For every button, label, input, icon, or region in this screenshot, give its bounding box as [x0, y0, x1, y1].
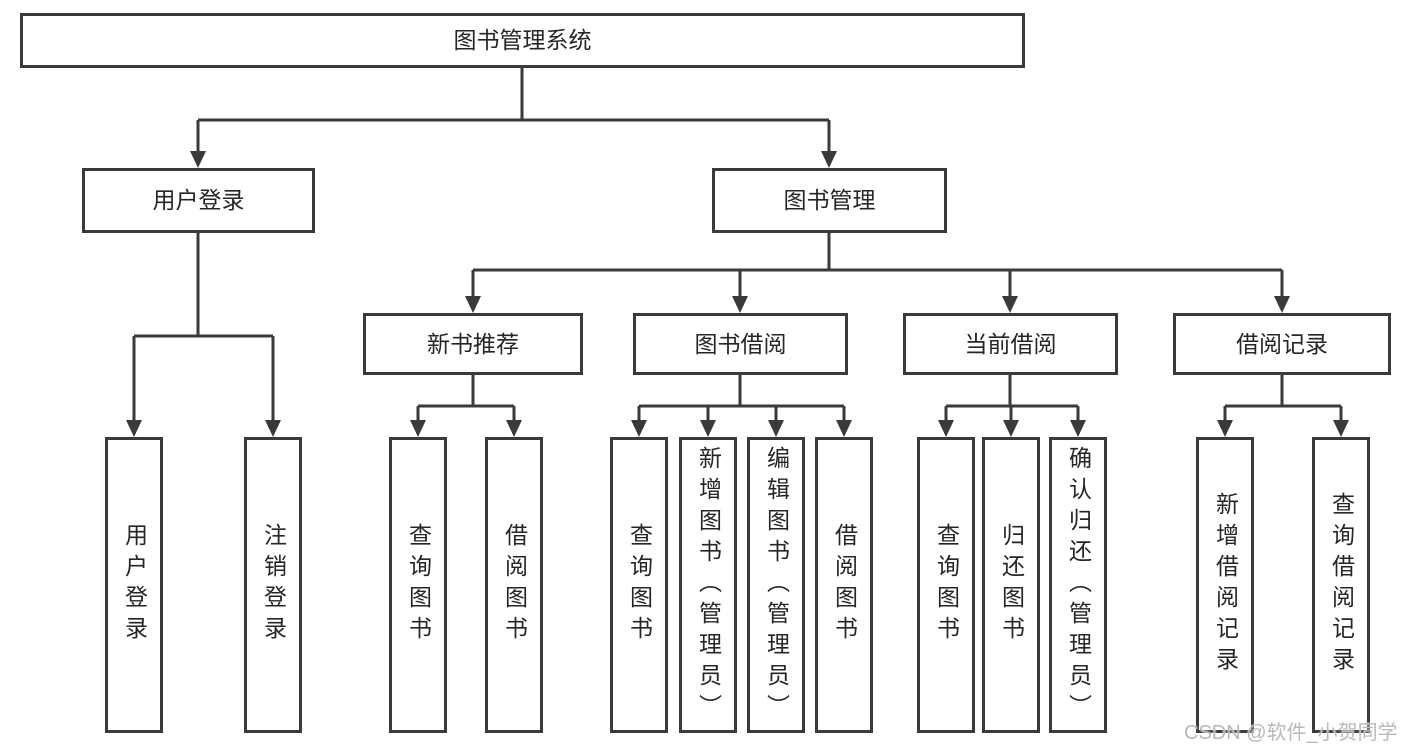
- leaf-return-book: 归还图书: [982, 437, 1040, 733]
- leaf-confirm-return-admin: 确认归还（管理员）: [1049, 437, 1107, 733]
- arrowhead: [631, 420, 647, 437]
- csdn-watermark: CSDN @软件_小贺同学: [1184, 722, 1398, 744]
- arrowhead: [1274, 296, 1290, 313]
- node-book-management: 图书管理: [712, 168, 947, 233]
- leaf-borrow-books: 借阅图书: [815, 437, 873, 733]
- node-new-book-recommend-label: 新书推荐: [427, 330, 519, 357]
- arrowhead: [836, 420, 852, 437]
- arrowhead: [700, 420, 716, 437]
- node-user-login-label: 用户登录: [152, 187, 245, 213]
- node-current-borrow-label: 当前借阅: [964, 330, 1057, 357]
- arrowhead: [1003, 420, 1019, 437]
- leaf-query-borrow-record: 查询借阅记录: [1312, 437, 1370, 733]
- arrowhead: [938, 420, 954, 437]
- leaf-query-borrow-record-label: 查询借阅记录: [1328, 492, 1355, 678]
- node-book-borrow: 图书借阅: [633, 313, 848, 375]
- arrowhead: [1002, 296, 1018, 313]
- connector-bookborrow-to-leaves: [637, 375, 846, 422]
- leaf-add-borrow-record: 新增借阅记录: [1196, 437, 1254, 733]
- arrowhead: [732, 296, 748, 313]
- leaf-borrow-books-recommend-label: 借阅图书: [501, 523, 528, 647]
- node-system-root: 图书管理系统: [20, 13, 1025, 68]
- arrowhead: [465, 296, 481, 313]
- node-user-login: 用户登录: [82, 168, 315, 233]
- node-current-borrow: 当前借阅: [903, 313, 1118, 375]
- leaf-edit-book-admin: 编辑图书（管理员）: [747, 437, 805, 733]
- leaf-query-books-recommend: 查询图书: [389, 437, 447, 733]
- leaf-add-book-admin-label: 新增图书（管理员）: [695, 445, 722, 725]
- node-book-management-label: 图书管理: [783, 187, 876, 213]
- arrowhead: [768, 420, 784, 437]
- leaf-query-books-current-label: 查询图书: [933, 523, 960, 647]
- node-system-root-label: 图书管理系统: [453, 27, 592, 53]
- arrowhead: [1333, 420, 1349, 437]
- leaf-query-books-borrow: 查询图书: [610, 437, 668, 733]
- arrowhead: [265, 420, 281, 437]
- leaf-user-login-label: 用户登录: [121, 523, 148, 647]
- leaf-confirm-return-admin-label: 确认归还（管理员）: [1065, 445, 1092, 725]
- leaf-query-books-borrow-label: 查询图书: [626, 523, 653, 647]
- arrowhead: [506, 420, 522, 437]
- leaf-return-book-label: 归还图书: [998, 523, 1025, 647]
- arrowhead: [1070, 420, 1086, 437]
- connector-currentborrow-to-leaves: [944, 375, 1080, 422]
- arrowhead: [126, 420, 142, 437]
- connector-borrowrecords-to-leaves: [1223, 375, 1343, 422]
- leaf-logout-label: 注销登录: [260, 523, 287, 647]
- arrowhead: [821, 151, 837, 168]
- node-borrow-records-label: 借阅记录: [1236, 330, 1328, 357]
- leaf-add-borrow-record-label: 新增借阅记录: [1212, 492, 1239, 678]
- leaf-query-books-recommend-label: 查询图书: [405, 523, 432, 647]
- node-book-borrow-label: 图书借阅: [694, 330, 787, 357]
- arrowhead: [410, 420, 426, 437]
- leaf-user-login: 用户登录: [105, 437, 163, 733]
- connector-bookmgmt-to-level3: [471, 233, 1284, 298]
- leaf-add-book-admin: 新增图书（管理员）: [679, 437, 737, 733]
- leaf-logout: 注销登录: [244, 437, 302, 733]
- connector-root-to-level2: [196, 68, 831, 153]
- node-borrow-records: 借阅记录: [1173, 313, 1391, 375]
- leaf-borrow-books-recommend: 借阅图书: [485, 437, 543, 733]
- leaf-query-books-current: 查询图书: [917, 437, 975, 733]
- connector-userlogin-to-leaves: [132, 233, 275, 422]
- arrowhead: [190, 151, 206, 168]
- leaf-borrow-books-label: 借阅图书: [831, 523, 858, 647]
- node-new-book-recommend: 新书推荐: [363, 313, 583, 375]
- connector-newbook-to-leaves: [416, 375, 516, 422]
- leaf-edit-book-admin-label: 编辑图书（管理员）: [763, 445, 790, 725]
- arrowhead: [1217, 420, 1233, 437]
